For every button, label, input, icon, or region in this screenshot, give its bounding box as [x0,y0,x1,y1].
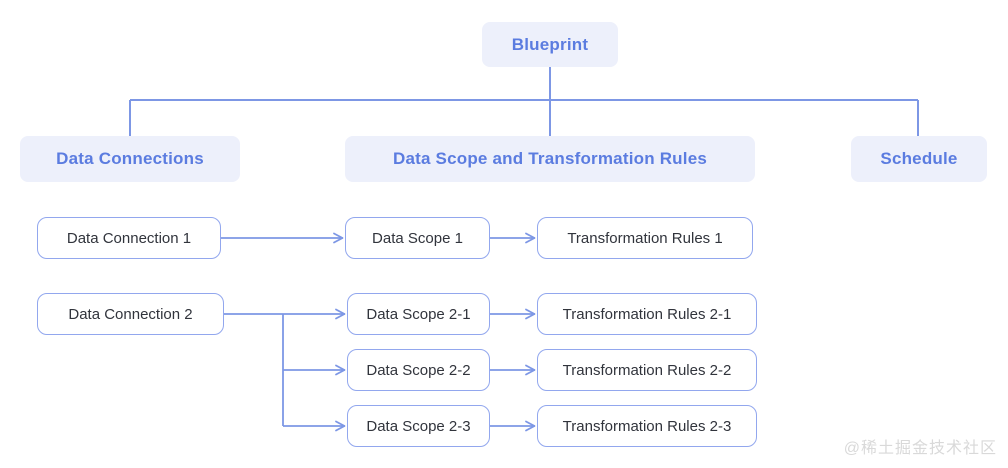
node-schedule: Schedule [851,136,987,182]
node-transformation-rules-2-2: Transformation Rules 2-2 [537,349,757,391]
node-data-scope-2-1: Data Scope 2-1 [347,293,490,335]
node-data-connections: Data Connections [20,136,240,182]
tree-connector [129,67,919,136]
node-transformation-rules-2-1: Transformation Rules 2-1 [537,293,757,335]
node-data-scope-and-transformation-rules: Data Scope and Transformation Rules [345,136,755,182]
node-data-connection-1: Data Connection 1 [37,217,221,259]
node-data-scope-2-3: Data Scope 2-3 [347,405,490,447]
node-transformation-rules-2-3: Transformation Rules 2-3 [537,405,757,447]
node-data-connection-2: Data Connection 2 [37,293,224,335]
node-data-scope-1: Data Scope 1 [345,217,490,259]
watermark-text: @稀土掘金技术社区 [843,440,997,457]
node-blueprint: Blueprint [482,22,618,67]
node-transformation-rules-1: Transformation Rules 1 [537,217,753,259]
node-data-scope-2-2: Data Scope 2-2 [347,349,490,391]
